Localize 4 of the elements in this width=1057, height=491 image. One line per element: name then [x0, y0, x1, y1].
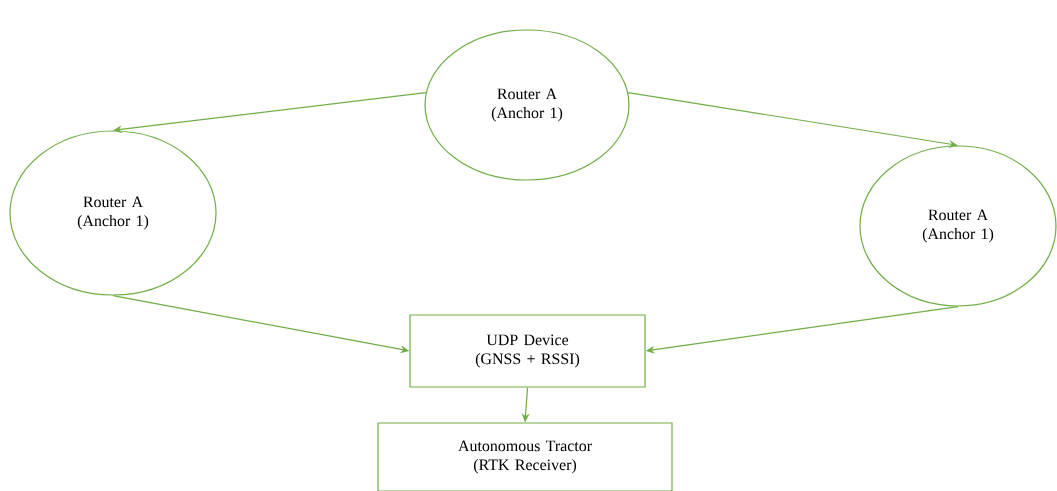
tractor-box: Autonomous Tractor (RTK Receiver) — [377, 422, 673, 491]
arrow — [113, 91, 427, 134]
device-box: UDP Device (GNSS + RSSI) — [409, 314, 646, 388]
arrow — [627, 91, 958, 148]
